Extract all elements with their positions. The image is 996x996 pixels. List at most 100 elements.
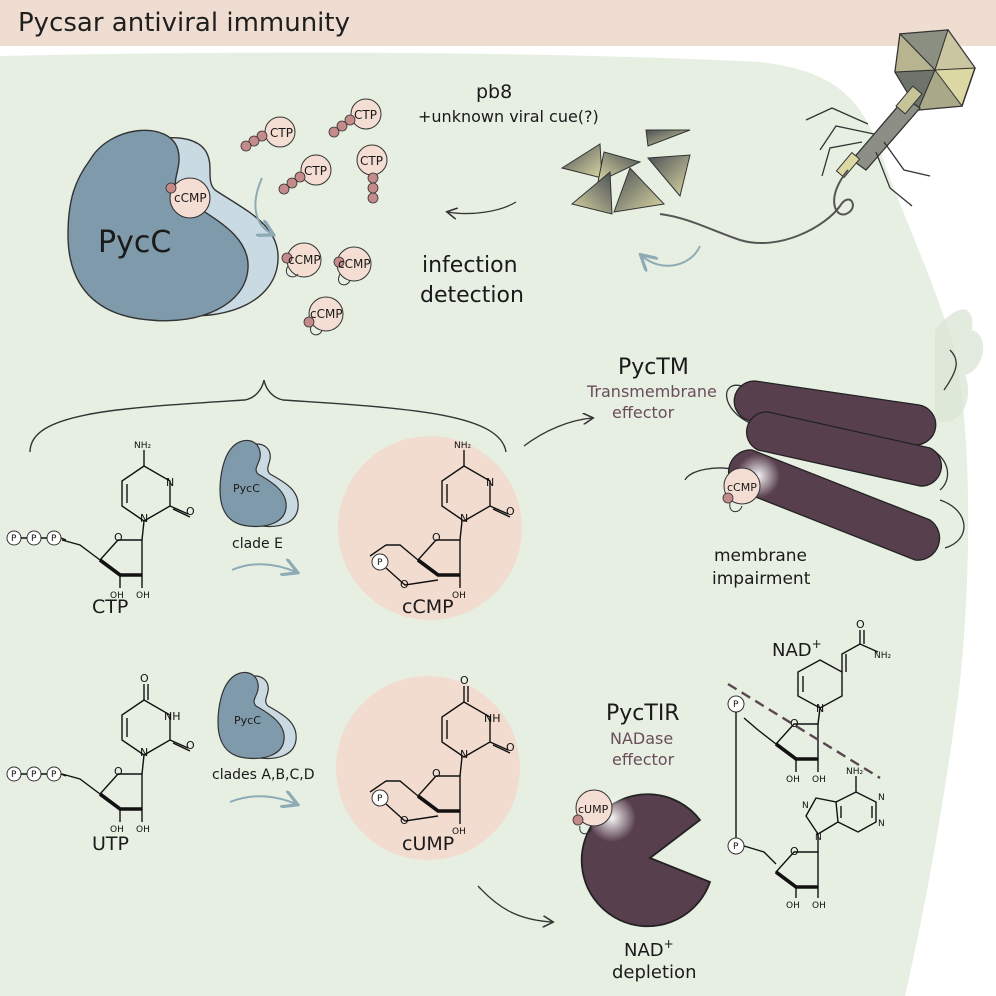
infection-arrow-left [448,201,517,214]
cump-pyctir-label: cUMP [578,803,609,816]
membrane-label-line2: impairment [712,569,811,589]
figure-title: Pycsar antiviral immunity [18,8,350,38]
utp-o4: O [140,672,149,685]
infection-label-line2: detection [420,283,524,308]
ctp-molecule-3 [278,154,332,195]
utp-nh: NH [164,710,181,723]
utp-p1: P [11,770,17,780]
nad-n-plus: N [816,702,824,715]
ccmp-highlight-circle [338,436,522,620]
cump-n1: N [460,748,468,761]
ccmp-name: cCMP [402,596,454,618]
nad-depletion-sup: + [664,937,674,951]
ctp-o-ring: O [114,531,123,544]
pb8-label: pb8 [476,81,512,103]
ctp-n1: N [140,512,148,525]
nad-structure [727,630,879,898]
ccmp-o2: O [506,505,515,518]
nad-oh-1: OH [786,775,800,785]
pyctir-title: PycTIR [606,701,680,726]
nad-o-amide: O [856,618,865,631]
membrane-bulge [935,309,984,422]
clade-e-arrow [231,564,296,572]
pyctm-title: PycTM [618,355,689,380]
ccmp-o-ring: O [432,531,441,544]
membrane-label-line1: membrane [714,546,807,566]
pycc-enzyme-large [67,129,279,322]
ccmp-bound-pyctm [722,467,761,513]
ccmp-p: P [377,558,383,568]
utp-name: UTP [92,833,129,855]
cump-o-ring: O [432,767,441,780]
ctp-label-1: CTP [270,126,293,140]
nad-depletion-text: NAD [624,940,664,961]
ccmp-free-label-3: cCMP [310,307,343,321]
nad-label-sup: + [812,637,822,651]
cump-nh: NH [484,712,501,725]
ctp-p3: P [51,534,57,544]
ccmp-pyctm-label: cCMP [727,481,757,494]
clade-e-label: clade E [232,536,283,552]
ccmp-oh: OH [452,591,466,601]
ctp-label-4: CTP [360,154,383,168]
ctp-oh-2: OH [136,591,150,601]
cump-bound-pyctir [572,789,613,835]
pyctir-arrow [477,885,552,922]
nad-label: NAD+ [772,637,822,661]
ccmp-free-3 [303,296,344,336]
ccmp-n3: N [486,476,494,489]
ctp-p1: P [11,534,17,544]
nad-p2: P [733,842,739,852]
ccmp-nh2: NH₂ [454,441,472,451]
utp-oh-2: OH [136,825,150,835]
cump-o4: O [460,674,469,687]
ctp-n3: N [166,476,174,489]
ctp-p2: P [31,534,37,544]
nad-oh-3: OH [786,901,800,911]
bacteriophage-icon [659,28,976,245]
title-bar: Pycsar antiviral immunity [0,0,996,46]
nad-oh-2: OH [812,775,826,785]
utp-structure [6,684,191,822]
brace [29,379,507,453]
cump-p: P [377,794,383,804]
ccmp-free-label-2: cCMP [338,257,371,271]
ctp-nh2: NH₂ [134,441,152,451]
pyctir-desc-line2: effector [612,750,675,769]
cump-structure [369,686,511,824]
nad-label-text: NAD [772,640,812,661]
pycc-enzyme-clade-e [219,439,299,528]
ctp-structure [6,450,191,588]
pycc-clades-abcd-label: PycC [234,714,261,727]
nad-nh2-amide: NH₂ [874,651,892,661]
cump-o2: O [506,741,515,754]
ctp-o2: O [186,505,195,518]
cleavage-line [727,682,881,780]
nad-adenine-n3: N [878,819,885,829]
nad-depletion-nad: NAD+ [624,937,674,961]
utp-n1: N [140,746,148,759]
ccmp-free-label-1: cCMP [288,253,321,267]
pyctm-arrow [523,418,592,447]
ccmp-n1: N [460,512,468,525]
cump-o-link: O [400,814,409,827]
ctp-name: CTP [92,596,128,618]
nad-adenine-nh2: NH₂ [846,767,864,777]
nad-o-ring1: O [790,717,799,730]
ctp-oh-1: OH [110,591,124,601]
conversion-arrow-top [254,177,272,234]
depletion-label: depletion [612,962,696,983]
utp-p3: P [51,770,57,780]
ctp-molecule-4 [356,144,388,204]
nad-adenine-n4: N [815,833,822,843]
ccmp-bound-label: cCMP [174,191,207,205]
pb8-fragments [560,129,691,215]
cump-name: cUMP [402,833,454,855]
pycc-large-label: PycC [98,225,171,260]
utp-oh-1: OH [110,825,124,835]
clades-abcd-label: clades A,B,C,D [212,767,315,783]
pyctm-desc-line2: effector [612,403,675,422]
clades-abcd-arrow [229,796,296,804]
ccmp-structure [369,450,511,588]
ccmp-o-link: O [400,578,409,591]
